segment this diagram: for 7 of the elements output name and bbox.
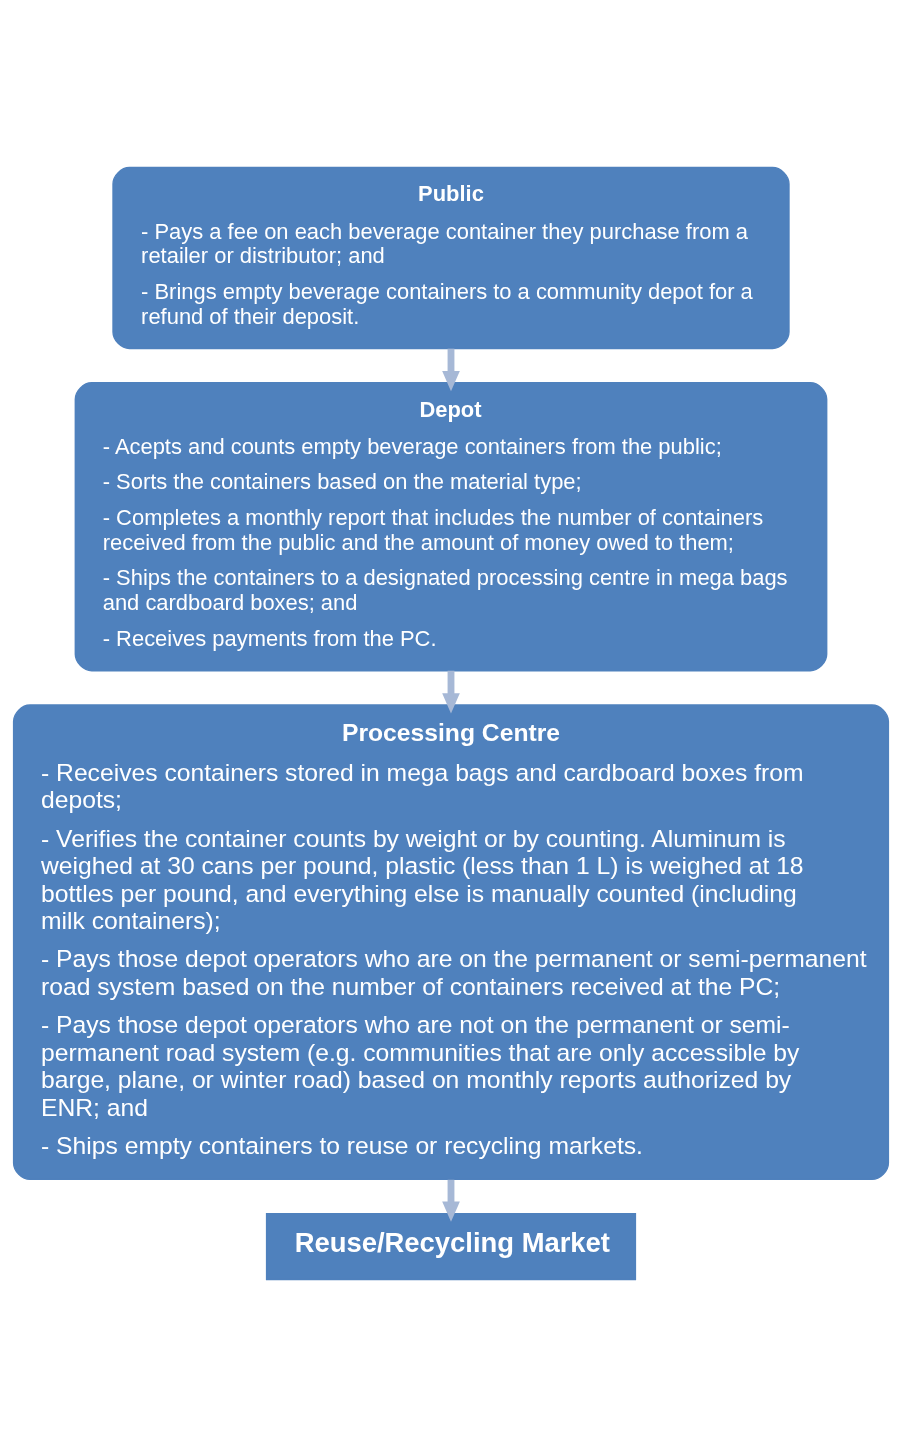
arrow — [442, 1179, 460, 1222]
node-box: Reuse/Recycling Market — [265, 1213, 637, 1281]
node-box: Processing Centre - Receives containers stored in mega bags and cardboard boxes from depots; - Verifies the container counts by weight or by counting. Aluminum is weighed at 30 cans per pound, plastic (less than 1 L) is weighed at 18 bottles per pound, and everything else is manually counted (including milk containers); - Pays those depot operators who are on the permanent or semi-permanent road system based on the number of containers received at the PC; - Pays those depot operators who are not on the permanent or semi-permanent road system (e.g. communities that are only accessible by barge, plane, or winter road) based on monthly reports authorized by ENR; and - Ships empty containers to reuse or recycling markets. — [12, 704, 890, 1181]
arrow — [442, 670, 460, 714]
node-box: Public - Pays a fee on each beverage container they purchase from a retailer or distributor; and - Brings empty beverage containers to a community depot for a refund of their deposit. — [112, 166, 790, 350]
arrow — [442, 348, 460, 392]
node-box: Depot - Acepts and counts empty beverage containers from the public; - Sorts the containers based on the material type; - Completes a monthly report that includes the number of containers received from the public and the amount of money owed to them; - Ships the containers to a designated processing centre in mega bags and cardboard boxes; and - Receives payments from the PC. — [74, 382, 828, 672]
